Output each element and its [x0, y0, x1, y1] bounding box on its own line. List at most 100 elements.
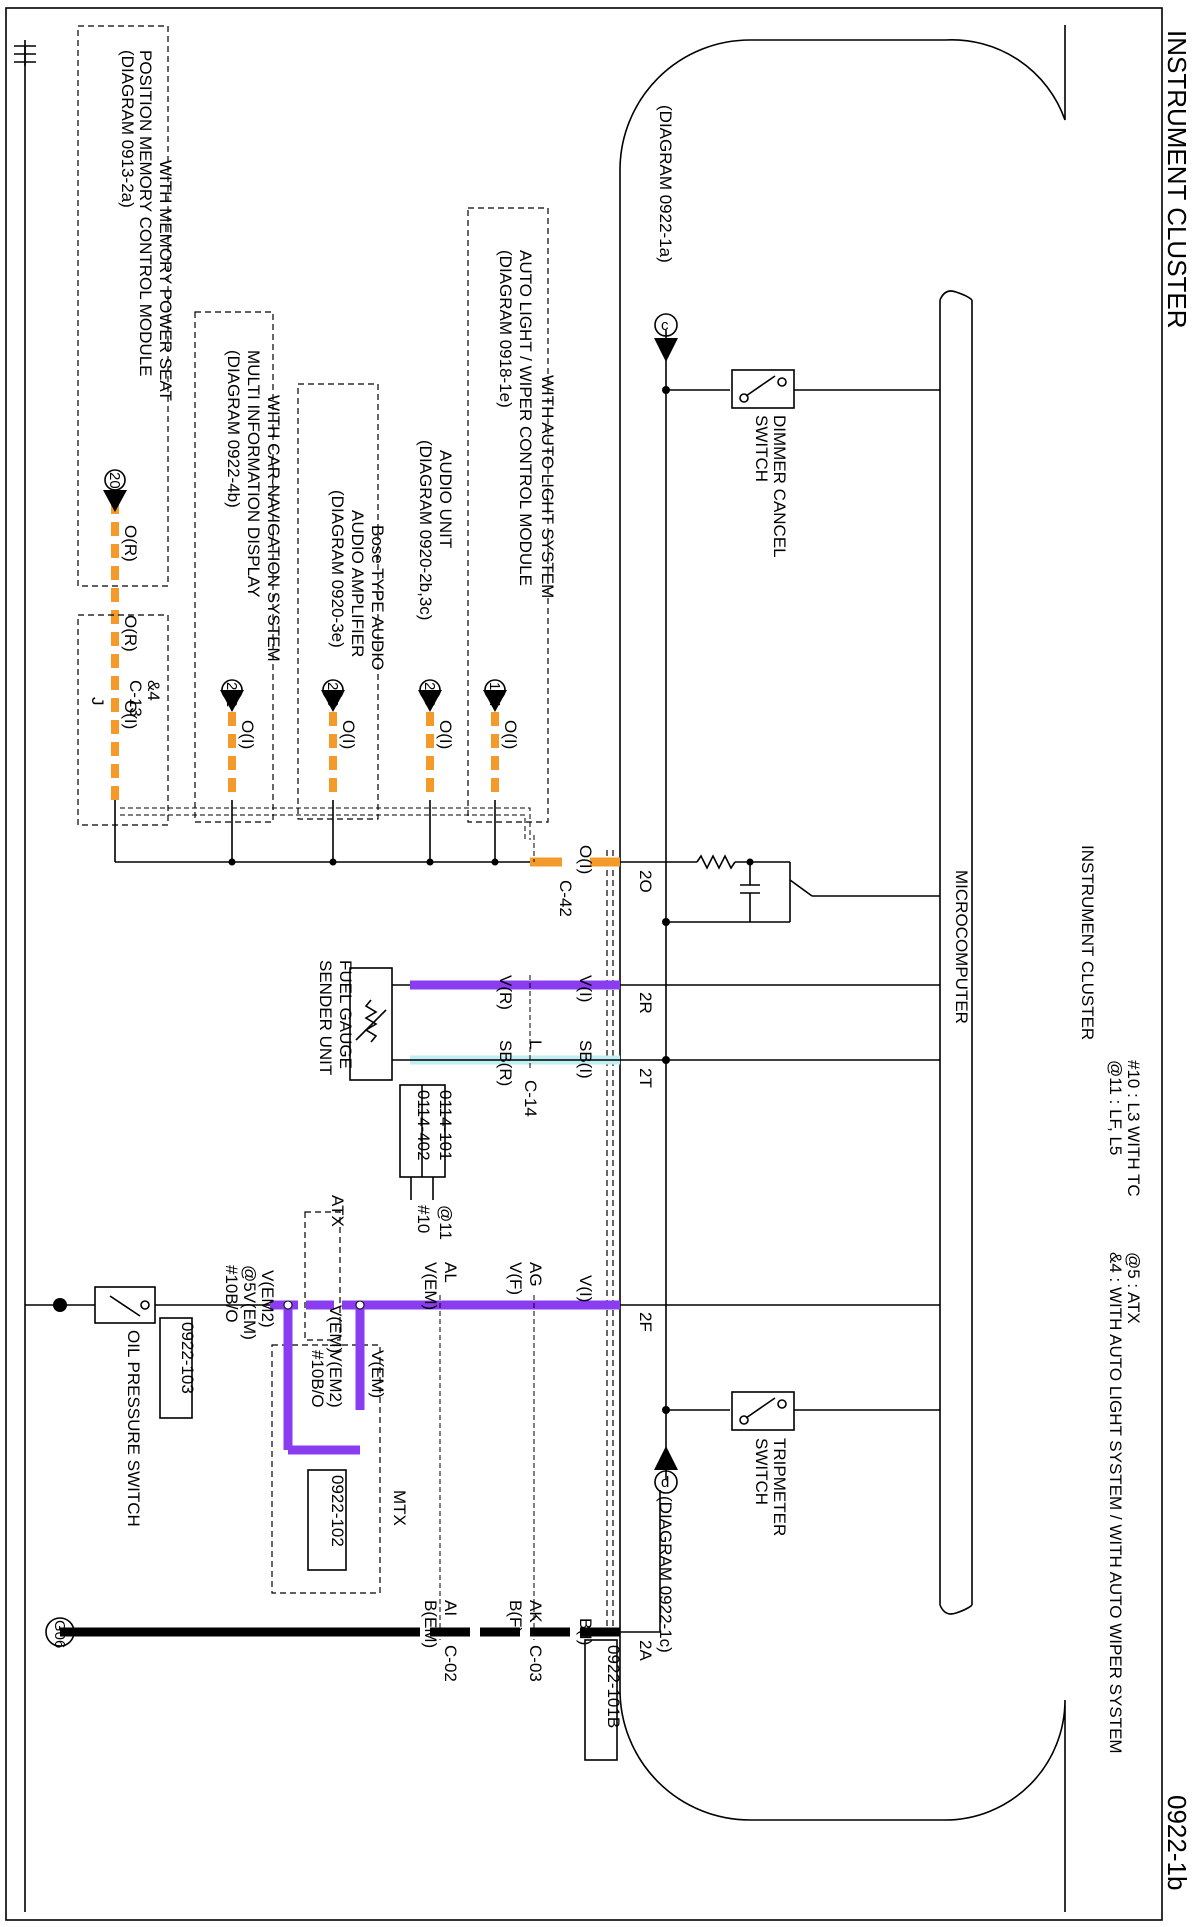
- trip-contact-a: [739, 1415, 749, 1425]
- auto-ref: (DIAGRAM 0918-1e): [496, 250, 515, 408]
- wire-v-em2: V(EM2): [258, 1270, 277, 1328]
- wire-o-l-nav: O(I): [238, 720, 257, 749]
- module-connector-strip-2: [120, 814, 526, 840]
- dimmer-cancel-label-2: SWITCH: [752, 415, 771, 482]
- oil-switch-label: OIL PRESSURE SWITCH: [124, 1330, 143, 1527]
- auto-module-box: [467, 207, 549, 823]
- pin-219: 219: [421, 682, 438, 707]
- mtx-junction-b: [283, 1300, 293, 1310]
- wire-v-f: V(F): [506, 1262, 525, 1295]
- terminal-2f: 2F: [636, 1312, 655, 1332]
- wire-h10-bo: #10B/O: [222, 1265, 241, 1323]
- note-4: &4 : WITH AUTO LIGHT SYSTEM / WITH AUTO …: [1106, 1252, 1125, 1754]
- pin-202-icon: [221, 679, 243, 701]
- wire-sb-l-2t: SB(I): [576, 1040, 595, 1079]
- note-5: @5 : ATX: [1124, 1252, 1143, 1324]
- box-0114-402: 0114-402: [414, 1090, 433, 1161]
- wire-o-r-memory: O(R): [121, 525, 140, 562]
- pin-174: 174: [486, 682, 503, 707]
- branch-audio-dot: [426, 858, 434, 866]
- transistor-leg: [789, 879, 813, 897]
- terminal-2r: 2R: [636, 992, 655, 1014]
- tripmeter-label-2: SWITCH: [752, 1438, 771, 1505]
- box-0922-103: [159, 1317, 193, 1419]
- module-connector-strip: [120, 807, 531, 840]
- pin-246-arrow-icon: [321, 690, 345, 712]
- ref-c-arrow-icon: [654, 338, 678, 362]
- fuel-label-1: FUEL GAUGE: [336, 960, 355, 1069]
- diagram-id: 0922-1b: [1162, 1795, 1192, 1890]
- cluster-label: INSTRUMENT CLUSTER: [1078, 845, 1097, 1040]
- wire-b-l: B(I): [576, 1618, 595, 1645]
- branch-bose-dot: [329, 858, 337, 866]
- memory-ref: (DIAGRAM 0913-2a): [118, 50, 137, 208]
- note-10: #10 : L3 WITH TC: [1124, 1060, 1143, 1197]
- label-atx: ATX: [328, 1195, 347, 1227]
- tripmeter-switch-symbol: [731, 1391, 795, 1431]
- auto-header: WITH AUTO LIGHT SYSTEM: [538, 375, 557, 598]
- pin-174-arrow-icon: [483, 690, 507, 712]
- wire-o-l-bose: O(I): [339, 720, 358, 749]
- ground-g06-icon: [45, 1617, 75, 1647]
- mtx-box: [271, 1344, 381, 1594]
- dimmer-contact-b: [777, 377, 787, 387]
- box-0922-102: [307, 1469, 347, 1571]
- label-al: AL: [441, 1262, 460, 1283]
- label-at11: @11: [436, 1205, 455, 1240]
- tripmeter-label-1: TRIPMETER: [770, 1438, 789, 1536]
- bose-ref: (DIAGRAM 0920-3e): [328, 490, 347, 648]
- dimmer-cancel-switch-symbol: [731, 369, 795, 409]
- pin-219-icon: [419, 679, 441, 701]
- wire-o-l-2o: O(I): [576, 845, 595, 874]
- wire-l-2t: L: [526, 1040, 545, 1049]
- box-0922-101b: [584, 1639, 618, 1761]
- audio-unit-ref: (DIAGRAM 0920-2b,3c): [416, 440, 435, 620]
- wire-o-l-auto: O(I): [501, 720, 520, 749]
- module-orange-wires: [111, 500, 499, 800]
- branch-nav-dot: [228, 858, 236, 866]
- pin-206-icon: [104, 469, 126, 491]
- dimmer-cancel-label-1: DIMMER CANCEL: [770, 415, 789, 558]
- ref-c-diagram: (DIAGRAM 0922-1a): [656, 105, 675, 263]
- box-0922-101b-label: 0922-101B: [604, 1645, 623, 1728]
- wire-o-l-memory: O(I): [121, 700, 140, 729]
- box-0922-103-label: 0922-103: [178, 1322, 197, 1394]
- dimmer-contact-a: [739, 393, 749, 403]
- wire-o-r-c13: O(R): [121, 615, 140, 652]
- trip-blade: [745, 1397, 776, 1419]
- c13-box: [77, 614, 169, 826]
- oil-blade: [109, 1295, 141, 1317]
- wire-v-l-2f: V(I): [576, 1275, 595, 1302]
- pin-206: 206: [106, 472, 123, 497]
- wire-v-em-al: V(EM): [421, 1262, 440, 1310]
- label-mtx: MTX: [390, 1490, 409, 1526]
- pin-174-icon: [484, 679, 506, 701]
- ref-d-arrow-icon: [654, 1446, 678, 1470]
- fuel-wiper: [355, 1009, 387, 1041]
- cluster-outline: [619, 25, 1066, 1912]
- wire-b-em: B(EM): [421, 1600, 440, 1648]
- memory-module-box: [77, 25, 169, 587]
- wire-sb-r-2t: SB(R): [496, 1040, 515, 1086]
- o-branches: [114, 800, 499, 866]
- pin-219-arrow-icon: [418, 690, 442, 712]
- bose-module-box: [297, 383, 379, 820]
- pin-246-icon: [322, 679, 344, 701]
- connector-amp4: &4: [144, 680, 163, 701]
- nav-ref: (DIAGRAM 0922-4b): [224, 350, 243, 508]
- page-title: INSTRUMENT CLUSTER: [1162, 30, 1192, 329]
- ref-d-letter: d: [661, 1474, 669, 1491]
- wire-v-l-2r: V(I): [576, 975, 595, 1002]
- ref-c-circle-icon: [654, 313, 678, 337]
- wire-o-l-audio: O(I): [436, 720, 455, 749]
- ref-d-circle-icon: [654, 1470, 678, 1494]
- terminal-2a: 2A: [636, 1640, 655, 1661]
- nav-name: MULTI INFORMATION DISPLAY: [244, 350, 263, 597]
- nav-module-box: [194, 311, 274, 823]
- connector-c42: C-42: [556, 880, 575, 917]
- label-ai: AI: [441, 1600, 460, 1616]
- pin-206-arrow-icon: [103, 490, 127, 512]
- wire-at-5v-em: @5V(EM): [240, 1265, 259, 1340]
